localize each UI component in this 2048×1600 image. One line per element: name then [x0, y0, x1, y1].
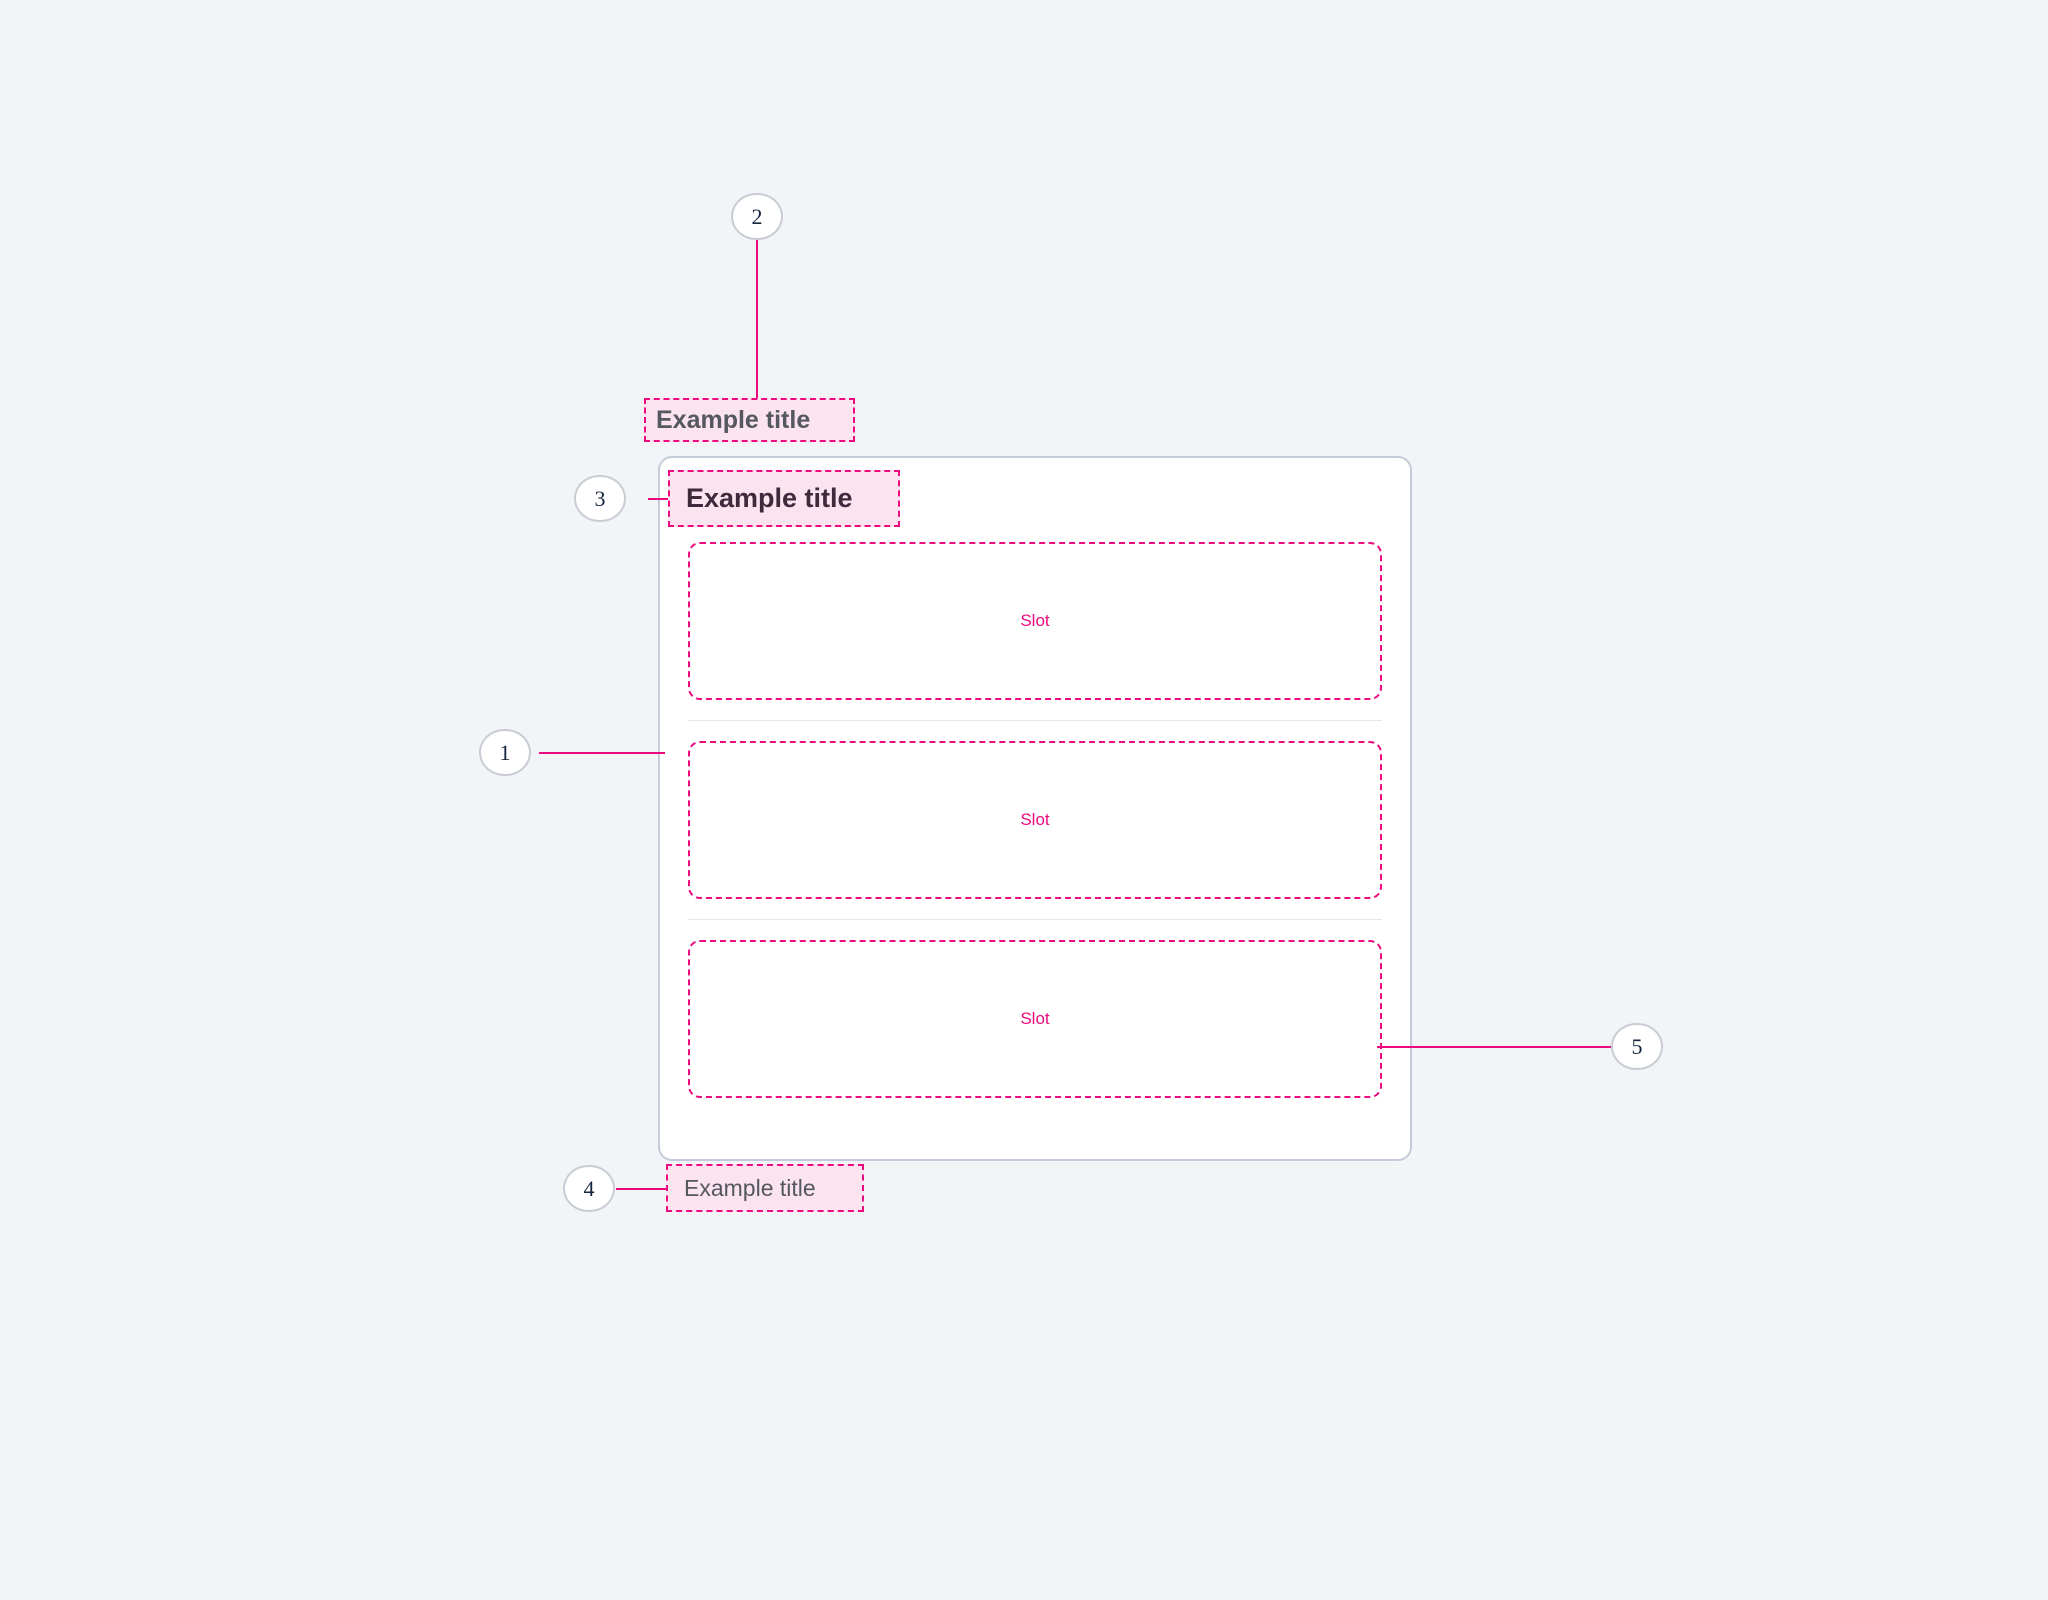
callout-marker-3[interactable]: 3 — [574, 475, 626, 522]
card-title-highlight: Example title — [668, 470, 900, 527]
card-title-text: Example title — [686, 483, 853, 513]
standalone-title-highlight: Example title — [644, 398, 855, 442]
callout-marker-5-label: 5 — [1631, 1033, 1643, 1059]
callout-marker-1[interactable]: 1 — [479, 729, 531, 776]
slot-1-label: Slot — [1020, 611, 1050, 630]
callout-marker-2-label: 2 — [751, 203, 763, 229]
slot-divider-1 — [688, 720, 1382, 721]
callout-marker-1-label: 1 — [499, 739, 511, 765]
slot-2[interactable]: Slot — [688, 741, 1382, 899]
callout-marker-4[interactable]: 4 — [563, 1165, 615, 1212]
callout-marker-2[interactable]: 2 — [731, 193, 783, 240]
footer-title-highlight: Example title — [666, 1164, 864, 1212]
leader-line-5 — [1377, 1046, 1617, 1048]
standalone-title-text: Example title — [656, 405, 811, 434]
footer-title-text: Example title — [684, 1174, 816, 1201]
callout-marker-3-label: 3 — [594, 485, 606, 511]
card-container: Slot Slot Slot — [658, 456, 1412, 1161]
callout-marker-5[interactable]: 5 — [1611, 1023, 1663, 1070]
slot-2-label: Slot — [1020, 810, 1050, 829]
leader-line-2 — [756, 240, 758, 398]
slot-divider-2 — [688, 919, 1382, 920]
slot-1[interactable]: Slot — [688, 542, 1382, 700]
callout-marker-4-label: 4 — [583, 1175, 595, 1201]
leader-line-4 — [616, 1188, 676, 1190]
slot-3-label: Slot — [1020, 1009, 1050, 1028]
card-body: Slot Slot Slot — [660, 542, 1410, 1159]
leader-line-1 — [539, 752, 665, 754]
slot-3[interactable]: Slot — [688, 940, 1382, 1098]
